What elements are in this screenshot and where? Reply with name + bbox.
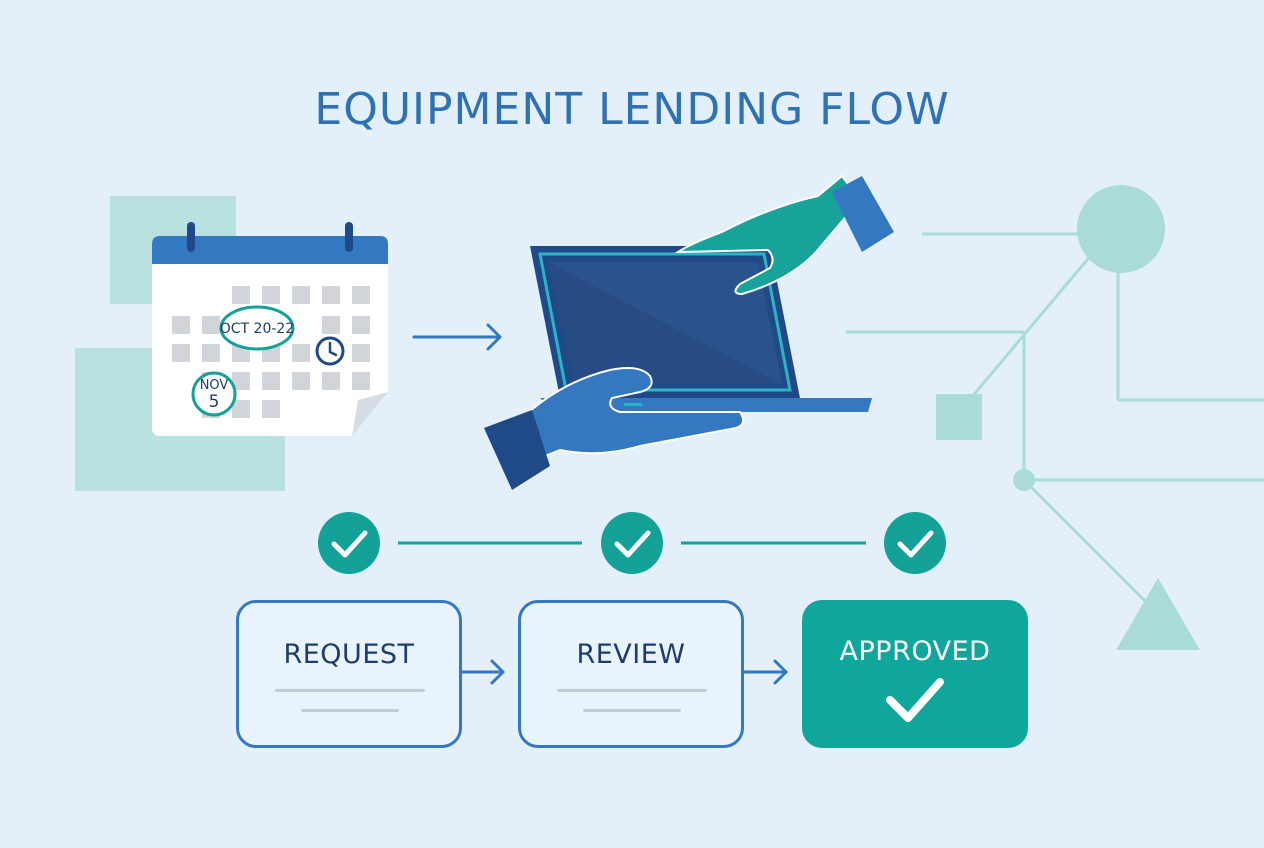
hand-icon [484, 367, 745, 490]
calendar-day-cell [172, 344, 190, 362]
step-approved-card: APPROVED [802, 600, 1028, 748]
arrow-right-icon [742, 659, 788, 685]
network-decoration [846, 232, 1264, 606]
date-month-label: NOV [200, 378, 229, 393]
calendar-icon: OCT 20-22 NOV 5 [152, 222, 388, 436]
placeholder-line [275, 689, 425, 692]
calendar-day-cell [352, 286, 370, 304]
calendar-day-cell [172, 316, 190, 334]
calendar-day-cell [322, 316, 340, 334]
placeholder-line [301, 709, 399, 712]
step-review-label: REVIEW [576, 639, 686, 670]
calendar-day-cell [232, 286, 250, 304]
step-request-card: REQUEST [236, 600, 462, 748]
check-icon [601, 512, 663, 574]
placeholder-line [557, 689, 707, 692]
arrow-right-icon [412, 323, 502, 351]
calendar-day-cell [232, 372, 250, 390]
calendar-day-cell [202, 344, 220, 362]
arrow-right-icon [460, 659, 505, 685]
page-title: EQUIPMENT LENDING FLOW [314, 84, 950, 135]
calendar-day-cell [262, 286, 280, 304]
node-triangle [1116, 578, 1200, 650]
calendar-day-cell [262, 400, 280, 418]
calendar-day-cell [352, 344, 370, 362]
calendar-day-cell [292, 372, 310, 390]
calendar-day-cell [352, 372, 370, 390]
clock-icon [315, 336, 345, 366]
check-icon [884, 512, 946, 574]
date-range-label: OCT 20-22 [220, 321, 294, 337]
calendar-day-cell [292, 286, 310, 304]
check-icon [886, 678, 944, 722]
date-highlight [191, 371, 237, 417]
step-request-label: REQUEST [283, 639, 415, 670]
node-dot [1013, 469, 1035, 491]
calendar-day-cell [202, 316, 220, 334]
calendar-day-cell [292, 344, 310, 362]
step-review-card: REVIEW [518, 600, 744, 748]
date-range-highlight [219, 305, 295, 351]
calendar-day-cell [262, 372, 280, 390]
step-approved-label: APPROVED [839, 636, 991, 667]
date-day-label: 5 [209, 392, 220, 412]
node-circle-large [1077, 185, 1165, 273]
calendar-day-cell [352, 316, 370, 334]
check-icon [318, 512, 380, 574]
calendar-day-cell [232, 400, 250, 418]
laptop-icon [530, 246, 872, 412]
calendar-day-cell [322, 286, 340, 304]
hand-icon [674, 174, 894, 296]
node-square [936, 394, 982, 440]
placeholder-line [583, 709, 681, 712]
calendar-day-cell [322, 372, 340, 390]
calendar-grid [172, 286, 370, 418]
